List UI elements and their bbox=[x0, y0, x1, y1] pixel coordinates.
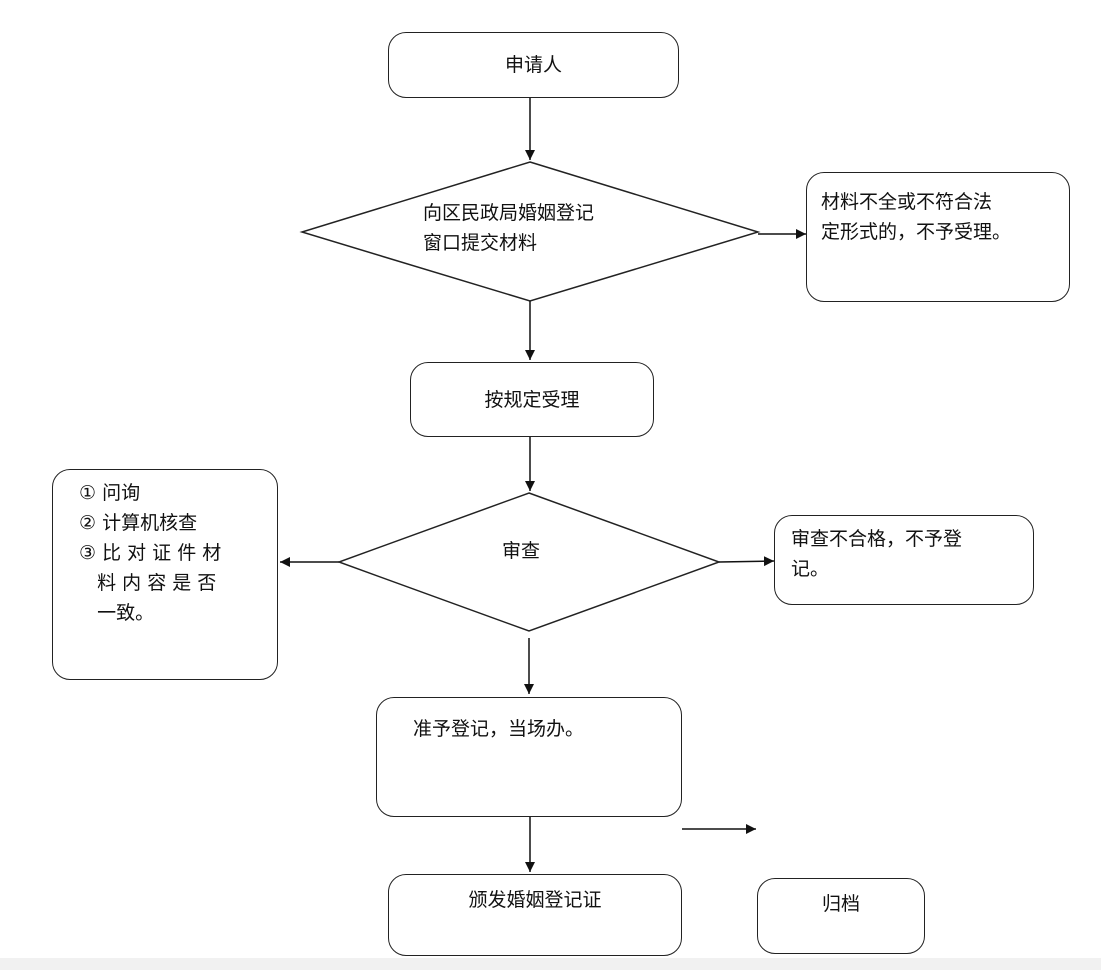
reject-materials-line2: 定形式的，不予受理。 bbox=[821, 221, 1012, 243]
review-decision-label: 审查 bbox=[502, 540, 541, 562]
check-item-compare-end: 一致。 bbox=[79, 602, 155, 624]
check-item-compare-cont: 料 内 容 是 否 bbox=[79, 572, 217, 594]
submit-decision-label: 向区民政局婚姻登记 窗口提交材料 bbox=[423, 198, 594, 258]
archive-label: 归档 bbox=[821, 893, 860, 915]
check-item-inquiry: ① 问询 bbox=[79, 482, 141, 504]
bottom-edge-strip bbox=[0, 958, 1101, 970]
reject-materials-box: 材料不全或不符合法 定形式的，不予受理。 bbox=[806, 172, 1070, 302]
approve-box: 准予登记，当场办。 bbox=[376, 697, 682, 817]
review-checks-box: ① 问询 ② 计算机核查 ③ 比 对 证 件 材 料 内 容 是 否 一致。 bbox=[52, 469, 278, 680]
check-item-compare: ③ 比 对 证 件 材 bbox=[79, 542, 222, 564]
approve-label: 准予登记，当场办。 bbox=[413, 718, 585, 740]
issue-certificate-label: 颁发婚姻登记证 bbox=[468, 889, 602, 911]
accept-label: 按规定受理 bbox=[484, 388, 580, 411]
review-decision-diamond bbox=[336, 492, 722, 632]
archive-box: 归档 bbox=[757, 878, 925, 954]
review-fail-line2: 记。 bbox=[791, 558, 830, 580]
review-fail-box: 审查不合格，不予登 记。 bbox=[774, 515, 1034, 605]
submit-label-line1: 向区民政局婚姻登记 bbox=[423, 202, 595, 224]
reject-materials-line1: 材料不全或不符合法 bbox=[821, 191, 993, 213]
applicant-label: 申请人 bbox=[504, 54, 562, 76]
issue-certificate-box: 颁发婚姻登记证 bbox=[388, 874, 682, 956]
review-fail-line1: 审查不合格，不予登 bbox=[791, 528, 963, 550]
accept-box: 按规定受理 bbox=[410, 362, 654, 437]
applicant-box: 申请人 bbox=[388, 32, 679, 98]
arrow-review-to-fail bbox=[718, 556, 775, 567]
submit-label-line2: 窗口提交材料 bbox=[423, 232, 538, 254]
check-item-computer: ② 计算机核查 bbox=[79, 512, 198, 534]
